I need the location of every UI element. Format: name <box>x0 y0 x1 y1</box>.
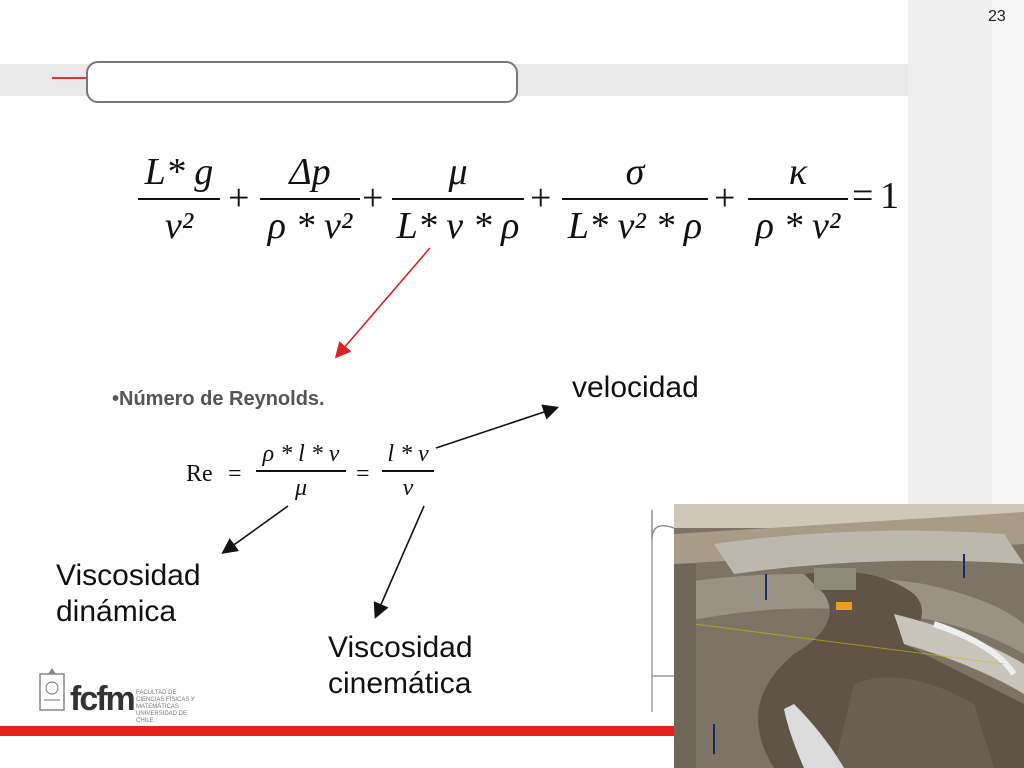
term-viscosity-num: μ <box>448 151 468 193</box>
hydraulic-model-photo <box>674 504 1024 768</box>
plus-3: + <box>530 177 552 219</box>
term-pressure-den: ρ * v² <box>267 205 353 247</box>
term-elasticity: κ ρ * v² <box>748 150 848 248</box>
university-seal-icon <box>39 668 65 711</box>
plus-2: + <box>362 177 384 219</box>
plus-1: + <box>228 177 250 219</box>
re-equals-1: = <box>228 461 242 487</box>
rhs-one: 1 <box>880 175 899 217</box>
label-velocidad: velocidad <box>572 371 699 404</box>
label-viscosidad-dinamica: Viscosidad dinámica <box>56 558 201 630</box>
re-fraction-2: l * v ν <box>382 440 434 502</box>
term-pressure: Δp ρ * v² <box>260 150 360 248</box>
label-viscosidad-dinamica-line1: Viscosidad <box>56 559 201 592</box>
term-surface-tension-den: L* v² * ρ <box>567 205 703 247</box>
term-pressure-num: Δp <box>289 151 331 193</box>
re-lhs: Re <box>186 461 213 487</box>
term-gravity: L* g v² <box>138 150 220 248</box>
re-fraction-1: ρ * l * v μ <box>256 440 346 502</box>
footer-accent-line <box>0 726 674 736</box>
arrow-visc-dinamica <box>221 505 289 554</box>
label-viscosidad-cinematica-line2: cinemática <box>328 667 472 700</box>
re-frac2-num: l * v <box>387 441 429 467</box>
term-viscosity-den: L* v * ρ <box>396 205 520 247</box>
term-surface-tension-num: σ <box>625 151 645 193</box>
re-frac2-den: ν <box>402 474 414 501</box>
label-viscosidad-cinematica-line1: Viscosidad <box>328 631 473 664</box>
plus-4: + <box>714 177 736 219</box>
label-viscosidad-cinematica: Viscosidad cinemática <box>328 630 473 702</box>
term-elasticity-num: κ <box>788 151 808 193</box>
reynolds-bullet: •Número de Reynolds. <box>112 388 325 410</box>
title-accent-line <box>52 77 88 79</box>
title-box <box>86 61 518 103</box>
fcfm-logo: fcfm <box>70 680 136 718</box>
term-elasticity-den: ρ * v² <box>755 205 841 247</box>
slide-number: 23 <box>988 8 1006 25</box>
arrow-visc-cinematica <box>373 505 425 619</box>
re-frac1-den: μ <box>294 474 308 501</box>
term-gravity-den: v² <box>164 205 194 247</box>
hydraulic-model-illustration <box>674 504 1024 768</box>
fcfm-logo-subtitle: FACULTAD DE CIENCIAS FÍSICAS Y MATEMÁTIC… <box>136 690 195 724</box>
re-frac1-num: ρ * l * v <box>262 441 340 467</box>
arrow-to-reynolds <box>334 247 431 359</box>
re-equals-2: = <box>356 461 370 487</box>
equals-sign: = <box>852 175 874 217</box>
main-equation: L* g v² + Δp ρ * v² + μ L* v * ρ + σ L* … <box>0 0 1024 260</box>
term-viscosity: μ L* v * ρ <box>392 150 524 248</box>
term-surface-tension: σ L* v² * ρ <box>562 150 708 248</box>
decorative-curve <box>651 510 675 541</box>
arrow-velocidad <box>435 404 560 449</box>
label-viscosidad-dinamica-line2: dinámica <box>56 595 177 628</box>
term-gravity-num: L* g <box>144 151 214 193</box>
